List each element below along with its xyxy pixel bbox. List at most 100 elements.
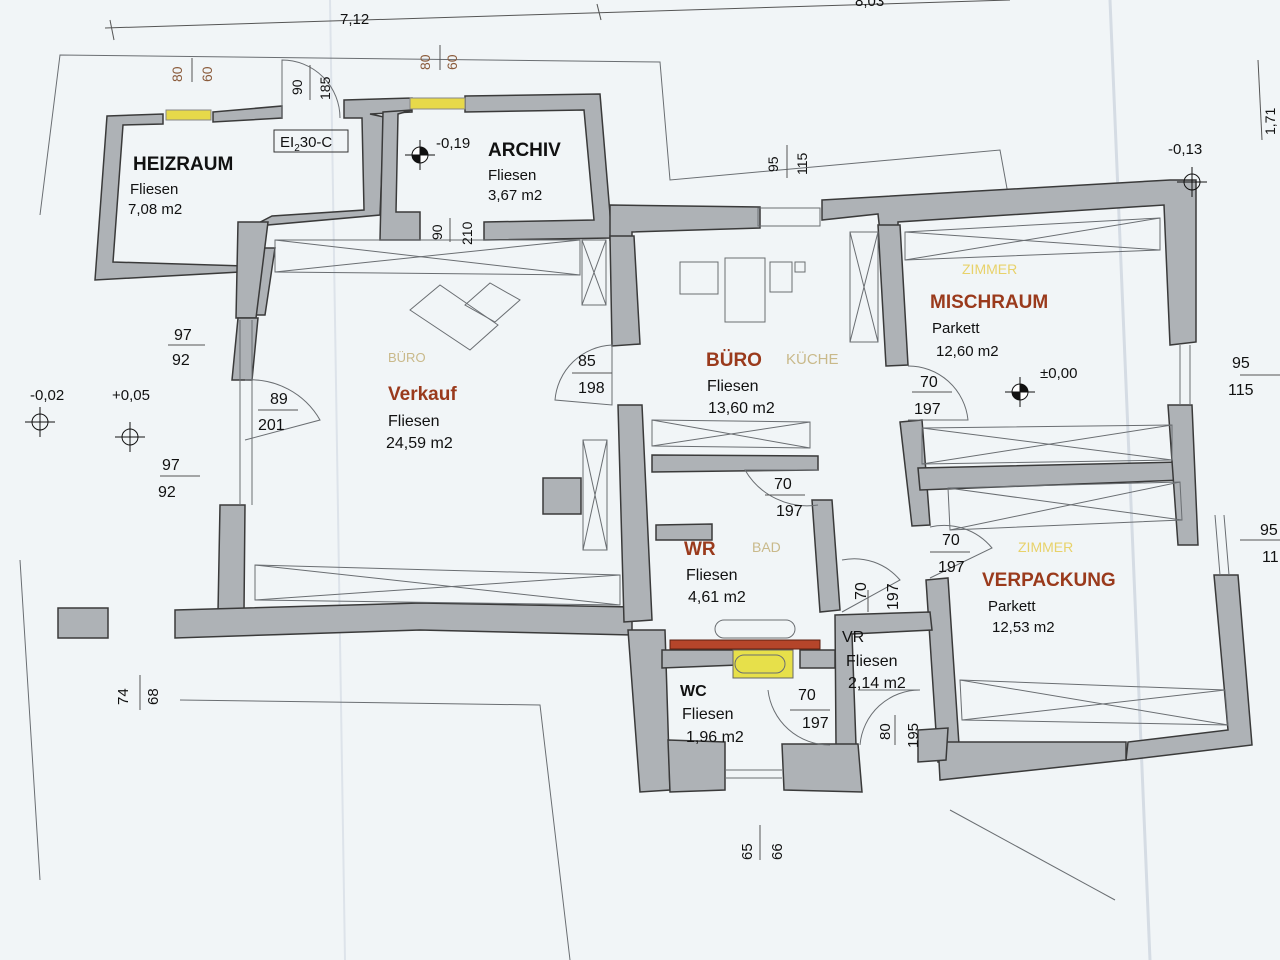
dim-right-window2-b: 11	[1262, 549, 1279, 566]
room-verkauf-name: Verkauf	[388, 384, 457, 405]
dim-verkauf-door-a: 85	[578, 353, 596, 370]
dim-right-top: 1,71	[1262, 108, 1278, 135]
level-marker	[1005, 377, 1035, 407]
dim-top-left: 7,12	[340, 11, 369, 28]
room-verpackung-area: 12,53 m2	[992, 619, 1055, 636]
dim-heiz-window-b: 60	[199, 66, 215, 82]
room-wr-area: 4,61 m2	[688, 589, 746, 606]
room-buero-area: 13,60 m2	[708, 400, 775, 417]
wall-wc-bottom-l	[667, 739, 726, 793]
door-swings	[244, 59, 993, 746]
dim-archiv-door-b: 210	[459, 221, 475, 245]
dim-heiz-window-a: 80	[169, 66, 185, 82]
wall-wr-top	[651, 454, 819, 473]
dim-left-lower-b: 92	[158, 484, 176, 501]
room-vr-name: VR	[842, 629, 864, 646]
wall-verkauf-buero-upper	[609, 235, 641, 347]
dim-wc-door-b: 197	[802, 715, 829, 732]
wall-wr-stub	[655, 523, 713, 541]
dim-bottom-center-a: 65	[739, 843, 756, 860]
dim-wr-door-a: 70	[774, 476, 792, 493]
room-buero-old-name: KÜCHE	[786, 350, 839, 368]
window-yellow	[409, 97, 466, 110]
wall-bottom-pier	[57, 607, 109, 639]
dim-buero-window-a: 95	[765, 156, 781, 172]
wall-archiv	[464, 93, 613, 241]
dim-right-window2-a: 95	[1260, 522, 1278, 539]
furniture	[409, 257, 806, 674]
room-mischraum-floor: Parkett	[932, 320, 980, 337]
dimension-line-top	[104, 0, 1011, 29]
room-mischraum-area: 12,60 m2	[936, 343, 999, 360]
room-verkauf-area: 24,59 m2	[386, 435, 453, 452]
dim-wr-door-b: 197	[776, 503, 803, 520]
wall-wc-bottom-r	[781, 743, 863, 793]
dim-misch-door-a: 70	[920, 374, 938, 391]
room-heizraum-name: HEIZRAUM	[133, 154, 233, 175]
level-entry: +0,05	[112, 387, 150, 404]
dim-top-right: 8,03	[855, 0, 884, 10]
wall-vr-bottom	[917, 727, 949, 763]
dim-left-lower-a: 97	[162, 457, 180, 474]
room-heizraum-floor: Fliesen	[130, 181, 178, 198]
room-vr-floor: Fliesen	[846, 653, 898, 670]
site-outline	[19, 559, 41, 881]
dimension-tick	[596, 3, 602, 21]
room-verkauf-old-name: BÜRO	[388, 350, 426, 365]
dim-left-upper-b: 92	[172, 352, 190, 369]
wall-buero-misch-upper	[877, 224, 909, 367]
site-outline	[179, 699, 571, 960]
level-marker	[25, 407, 55, 437]
room-heizraum-area: 7,08 m2	[128, 201, 182, 218]
level-archiv: -0,19	[436, 135, 470, 152]
dim-left-door-b: 201	[258, 417, 285, 434]
room-archiv-floor: Fliesen	[488, 167, 536, 184]
dim-misch-door-b: 197	[914, 401, 941, 418]
cabinet-marks	[239, 207, 1230, 779]
room-verpackung-floor: Parkett	[988, 598, 1036, 615]
room-mischraum-old-name: ZIMMER	[962, 261, 1017, 277]
dimension-fraction-lines	[139, 45, 970, 860]
level-marker	[405, 140, 435, 170]
wall-wc-top	[661, 649, 739, 669]
dim-vr-door-a: 70	[853, 582, 870, 600]
new-wall-red	[669, 639, 821, 650]
room-wr-name: WR	[684, 539, 716, 560]
room-wr-old-name: BAD	[752, 539, 781, 555]
dimension-tick	[109, 19, 115, 41]
fire-door-label: EI230-C	[280, 134, 332, 154]
wall-verp-bottom	[937, 741, 1127, 781]
room-verpackung-name: VERPACKUNG	[982, 570, 1116, 591]
dim-vr-bottom-b: 195	[905, 723, 922, 748]
room-wc-floor: Fliesen	[682, 706, 734, 723]
dim-bottom-center-b: 66	[769, 843, 786, 860]
new-opening-yellow	[732, 649, 794, 679]
dim-archiv-door-a: 90	[429, 224, 445, 240]
level-marker	[115, 422, 145, 452]
dim-right-window-a: 95	[1232, 355, 1250, 372]
dim-heiz-door-b: 185	[317, 76, 333, 100]
window-yellow	[165, 109, 212, 121]
dim-heiz-door-a: 90	[289, 79, 305, 95]
site-outline	[39, 54, 1011, 216]
room-verkauf-floor: Fliesen	[388, 413, 440, 430]
dim-vr-door-b: 197	[885, 583, 902, 610]
dimension-line-right	[1257, 59, 1263, 141]
paper-fold	[329, 0, 346, 960]
room-wc-name: WC	[680, 683, 707, 700]
dim-bottom-left-a: 74	[115, 688, 132, 705]
room-mischraum-name: MISCHRAUM	[930, 292, 1048, 313]
walls	[57, 93, 1253, 793]
dim-right-window-b: 115	[1228, 382, 1254, 399]
wall-right-mid	[1167, 404, 1199, 546]
dim-bottom-left-b: 68	[145, 688, 162, 705]
room-buero-floor: Fliesen	[707, 378, 759, 395]
wall-left-lower	[217, 504, 246, 613]
wall-wc-top2	[799, 649, 836, 669]
dim-buero-window-b: 115	[794, 152, 810, 175]
fire-door-label-box	[273, 129, 349, 153]
wall-verkauf-buero-lower	[617, 404, 653, 623]
room-vr-area: 2,14 m2	[848, 675, 906, 692]
room-wc-area: 1,96 m2	[686, 729, 744, 746]
